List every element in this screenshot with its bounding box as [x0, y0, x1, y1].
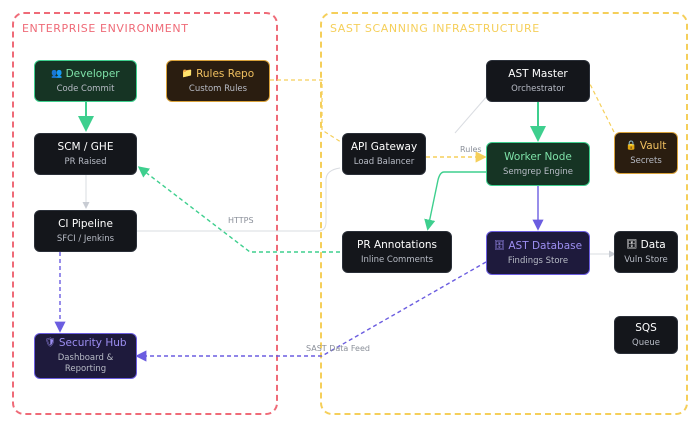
security-hub-title: Security Hub — [58, 337, 127, 349]
developer-subtitle: Code Commit — [56, 83, 115, 94]
sqs-subtitle: Queue — [632, 337, 660, 348]
enterprise-environment-zone — [12, 12, 278, 415]
sqs-title: SQS — [635, 321, 657, 334]
sast-infrastructure-title: SAST SCANNING INFRASTRUCTURE — [330, 22, 540, 35]
scm-title: SCM / GHE — [57, 140, 114, 153]
folder-icon: 📁 — [181, 68, 194, 79]
rules-repo-subtitle: Custom Rules — [188, 83, 248, 94]
ast-master-title: AST Master — [508, 67, 568, 80]
ci-pipeline-node[interactable]: CI Pipeline SFCI / Jenkins — [34, 210, 137, 252]
edge-astdatabase-securityhub — [135, 261, 487, 362]
ci-pipeline-subtitle: SFCI / Jenkins — [56, 233, 115, 244]
ast-database-subtitle: Findings Store — [507, 255, 569, 266]
security-hub-subtitle: Dashboard & Reporting — [57, 353, 114, 374]
edge-vault-astmaster — [589, 83, 615, 133]
ast-database-node[interactable]: 🗄 AST Database Findings Store — [486, 231, 590, 275]
sast-infrastructure-zone — [320, 12, 688, 415]
pr-annotations-node[interactable]: PR Annotations Inline Comments — [342, 231, 452, 273]
data-title: Data — [640, 238, 666, 251]
edge-label-https: HTTPS — [228, 216, 254, 225]
database-icon: 🗄 — [493, 240, 506, 251]
database-icon: 🗄 — [626, 239, 638, 250]
edge-label-rules: Rules — [460, 145, 482, 154]
edge-ci-apigateway — [137, 167, 341, 232]
data-node[interactable]: 🗄 Data Vuln Store — [614, 231, 678, 273]
api-gateway-subtitle: Load Balancer — [353, 156, 415, 167]
worker-node[interactable]: Worker Node Semgrep Engine — [486, 142, 590, 186]
edge-label-sast-data-feed: SAST Data Feed — [306, 344, 370, 353]
sqs-node[interactable]: SQS Queue — [614, 316, 678, 354]
api-gateway-title: API Gateway — [350, 140, 418, 153]
edge-rulesrepo-apigateway — [270, 79, 345, 145]
edge-worker-prannotations — [424, 171, 486, 231]
ci-pipeline-title: CI Pipeline — [58, 217, 113, 230]
security-hub-node[interactable]: 🛡 Security Hub Dashboard & Reporting — [34, 333, 137, 379]
scm-node[interactable]: SCM / GHE PR Raised — [34, 133, 137, 175]
worker-node-title: Worker Node — [504, 150, 572, 163]
pr-annotations-subtitle: Inline Comments — [360, 254, 433, 265]
developer-node[interactable]: 👥 Developer Code Commit — [34, 60, 137, 102]
shield-icon: 🛡 — [44, 338, 56, 348]
vault-title: Vault — [639, 139, 667, 152]
ast-database-title: AST Database — [508, 239, 583, 252]
vault-node[interactable]: 🔒 Vault Secrets — [614, 132, 678, 174]
people-icon: 👥 — [51, 68, 63, 79]
ast-master-node[interactable]: AST Master Orchestrator — [486, 60, 590, 102]
developer-title: Developer — [65, 67, 120, 80]
pr-annotations-title: PR Annotations — [356, 238, 438, 251]
rules-repo-title: Rules Repo — [196, 67, 255, 80]
rules-repo-node[interactable]: 📁 Rules Repo Custom Rules — [166, 60, 270, 102]
data-subtitle: Vuln Store — [624, 254, 668, 265]
edge-apigateway-astmaster — [454, 94, 489, 134]
enterprise-environment-title: ENTERPRISE ENVIRONMENT — [22, 22, 189, 35]
worker-node-subtitle: Semgrep Engine — [502, 166, 574, 177]
scm-subtitle: PR Raised — [64, 156, 107, 167]
edge-prannotations-scm — [137, 166, 340, 253]
vault-subtitle: Secrets — [630, 155, 662, 166]
lock-icon: 🔒 — [625, 140, 637, 151]
api-gateway-node[interactable]: API Gateway Load Balancer — [342, 133, 426, 175]
ast-master-subtitle: Orchestrator — [511, 83, 565, 94]
